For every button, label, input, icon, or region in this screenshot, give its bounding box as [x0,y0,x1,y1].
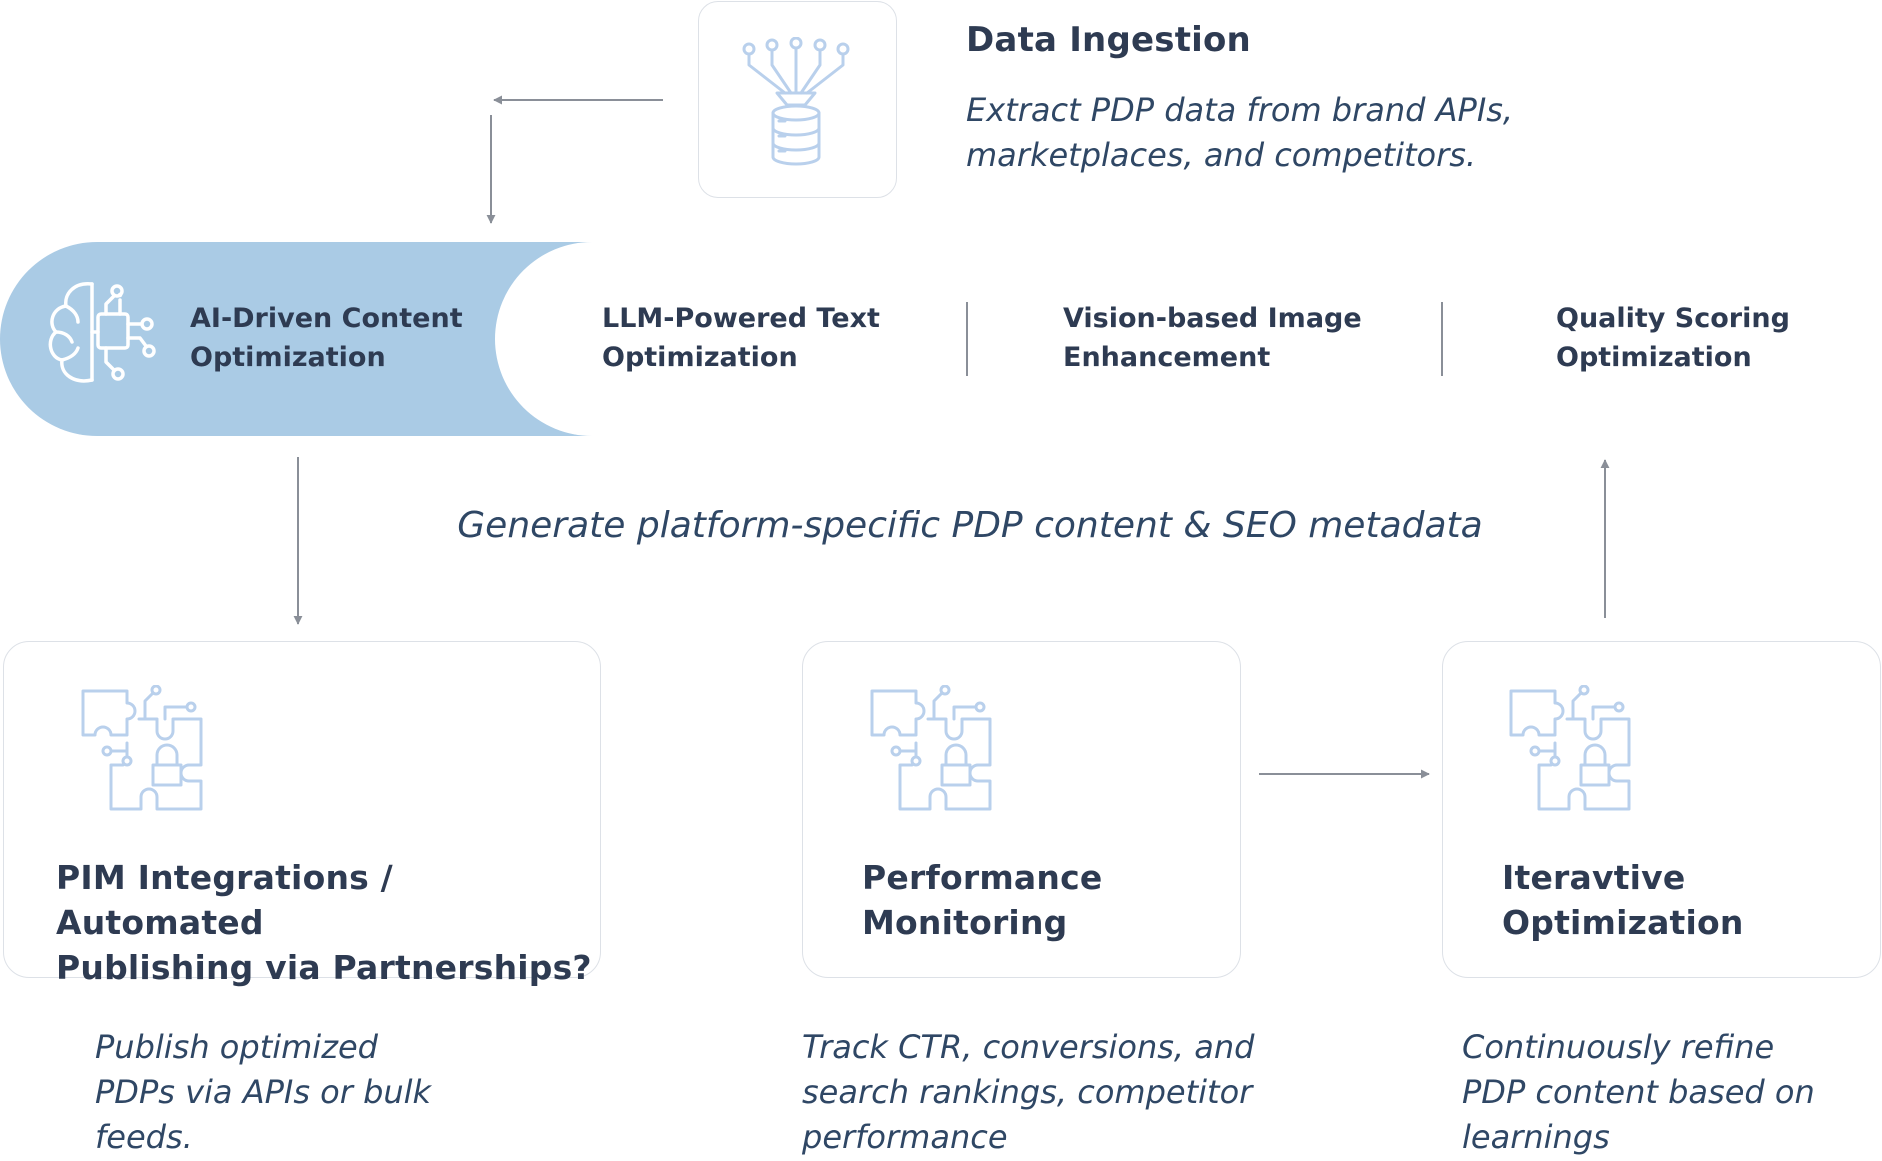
pim-card-title: PIM Integrations / Automated Publishing … [56,855,600,990]
pipeline-steps-panel [495,242,1882,436]
iterative-title-line2: Optimization [1502,903,1744,942]
step-llm-line2: Optimization [602,342,798,373]
step-llm-text: LLM-Powered Text Optimization [602,299,880,377]
data-ingestion-desc-line1: Extract PDP data from brand APIs, [966,91,1514,129]
pipeline-caption: Generate platform-specific PDP content &… [457,505,1483,546]
step-divider-1 [966,302,968,376]
monitoring-desc-line3: performance [802,1118,1008,1156]
monitoring-title-line1: Performance [862,858,1103,897]
monitoring-desc-line1: Track CTR, conversions, and [802,1028,1255,1066]
step-quality-line2: Optimization [1556,342,1752,373]
data-ingestion-description: Extract PDP data from brand APIs, market… [966,88,1513,178]
step-llm-line1: LLM-Powered Text [602,303,880,334]
pim-title-line1: PIM Integrations / Automated [56,858,393,942]
pim-desc-line1: Publish optimized [95,1028,378,1066]
ai-optimization-label: AI-Driven Content Optimization [190,299,463,377]
pim-desc-line3: feeds. [95,1118,193,1156]
monitoring-title-line2: Monitoring [862,903,1068,942]
monitoring-desc-line2: search rankings, competitor [802,1073,1253,1111]
data-ingestion-title: Data Ingestion [966,20,1251,60]
iterative-optimization-card: Iteravtive Optimization [1442,641,1881,978]
step-vision-image: Vision-based Image Enhancement [1063,299,1362,377]
performance-monitoring-card: Performance Monitoring [802,641,1241,978]
iterative-desc-line2: PDP content based on [1462,1073,1815,1111]
pim-card-description: Publish optimized PDPs via APIs or bulk … [95,1025,431,1160]
pim-desc-line2: PDPs via APIs or bulk [95,1073,432,1111]
ai-brain-icon [44,276,158,392]
iterative-title-line1: Iteravtive [1502,858,1686,897]
iterative-card-title: Iteravtive Optimization [1502,855,1744,945]
iterative-desc-line3: learnings [1462,1118,1610,1156]
ai-label-line1: AI-Driven Content [190,303,463,334]
step-vision-line2: Enhancement [1063,342,1271,373]
data-ingestion-desc-line2: marketplaces, and competitors. [966,136,1477,174]
iterative-card-description: Continuously refine PDP content based on… [1462,1025,1815,1160]
puzzle-icon [1505,685,1635,815]
database-icon [739,37,859,167]
data-ingestion-card [698,1,897,198]
pim-integrations-card: PIM Integrations / Automated Publishing … [3,641,601,987]
step-vision-line1: Vision-based Image [1063,303,1362,334]
pim-title-line2: Publishing via Partnerships? [56,948,592,987]
puzzle-icon [866,685,996,815]
step-divider-2 [1441,302,1443,376]
step-quality-line1: Quality Scoring [1556,303,1790,334]
ai-label-line2: Optimization [190,342,386,373]
puzzle-icon [77,685,207,815]
step-quality-scoring: Quality Scoring Optimization [1556,299,1790,377]
monitoring-card-title: Performance Monitoring [862,855,1102,945]
monitoring-card-description: Track CTR, conversions, and search ranki… [802,1025,1254,1160]
iterative-desc-line1: Continuously refine [1462,1028,1775,1066]
